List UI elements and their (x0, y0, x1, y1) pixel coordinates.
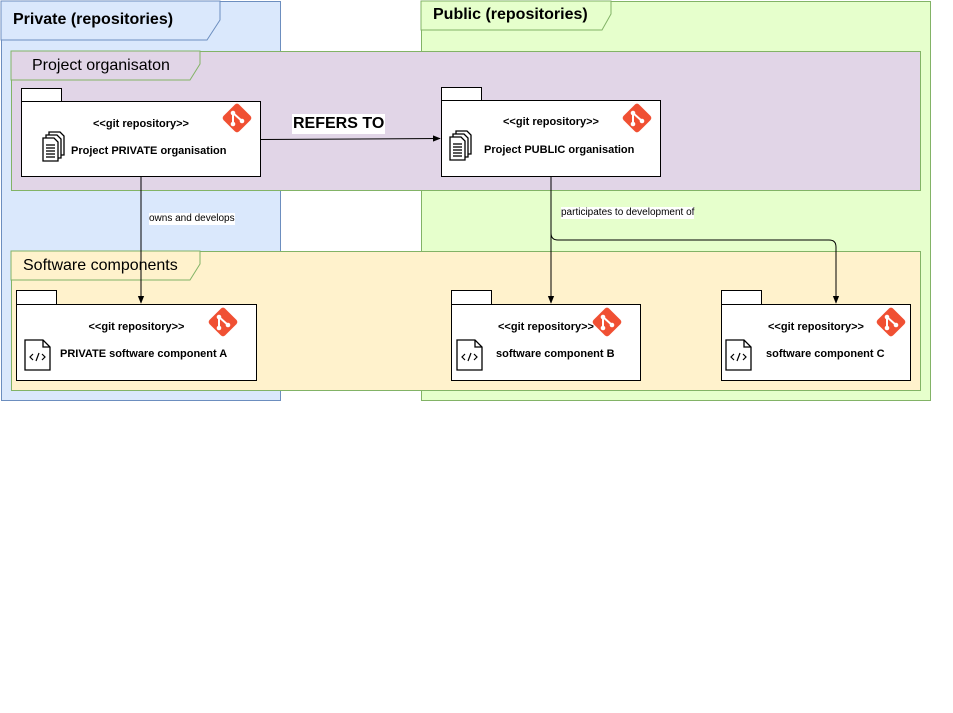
participates-edge-c (550, 177, 840, 304)
public-zone-title: Public (repositories) (433, 6, 588, 23)
code-file-icon (456, 339, 483, 371)
sw-band-title: Software components (23, 257, 178, 274)
public-org-title: Project PUBLIC organisation (484, 144, 635, 156)
code-file-icon (725, 339, 752, 371)
stereotype-label: <<git repository>> (93, 118, 189, 130)
code-file-icon (24, 339, 51, 371)
git-icon (590, 305, 624, 339)
owns-label: owns and develops (149, 213, 235, 225)
org-band-title: Project organisaton (32, 57, 170, 74)
component-b-title: software component B (496, 348, 615, 360)
git-icon (220, 101, 254, 135)
component-a-title: PRIVATE software component A (60, 348, 228, 360)
stereotype-label: <<git repository>> (768, 321, 864, 333)
private-zone-title: Private (repositories) (13, 11, 174, 28)
refers-to-label: REFERS TO (292, 114, 386, 134)
documents-icon (42, 131, 65, 162)
public-org-repo[interactable]: <<git repository>> Project PUBLIC organi… (441, 100, 661, 177)
refers-to-edge (260, 135, 441, 142)
component-c-repo[interactable]: <<git repository>> software component C (721, 304, 911, 381)
stereotype-label: <<git repository>> (503, 116, 599, 128)
stereotype-label: <<git repository>> (88, 321, 185, 333)
component-c-title: software component C (766, 348, 885, 360)
stereotype-label: <<git repository>> (498, 321, 594, 333)
git-icon (874, 305, 908, 339)
git-icon (206, 305, 240, 339)
git-icon (620, 101, 654, 135)
participates-label: participates to development of (561, 207, 695, 219)
documents-icon (449, 130, 472, 161)
private-org-title: Project PRIVATE organisation (71, 145, 227, 157)
